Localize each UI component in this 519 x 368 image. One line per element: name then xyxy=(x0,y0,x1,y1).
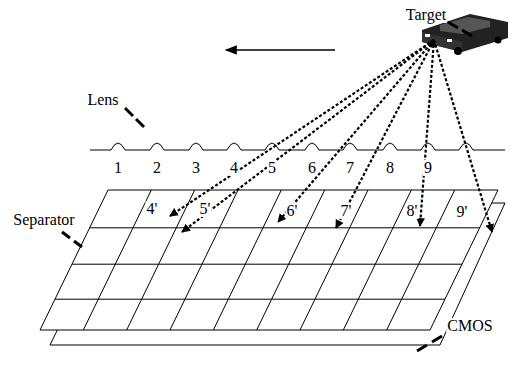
callout-number: 8 xyxy=(385,160,395,176)
callout-number: 1 xyxy=(113,160,123,176)
callout-number: 5 xyxy=(267,160,277,176)
part-label: Lens xyxy=(86,92,119,108)
callout-number: 6' xyxy=(286,203,299,219)
callout-number: 7' xyxy=(340,203,353,219)
motion-arrow xyxy=(226,49,335,51)
separator-plate xyxy=(40,190,498,330)
callout-number: 5' xyxy=(199,201,212,217)
callout-number: 2 xyxy=(152,160,162,176)
callout-number: 6 xyxy=(307,160,317,176)
leader-lines xyxy=(62,22,472,351)
callout-number: 7 xyxy=(345,160,355,176)
callout-number: 8' xyxy=(406,203,419,219)
light-ray xyxy=(278,40,434,222)
part-label: Separator xyxy=(12,212,75,228)
light-ray xyxy=(434,40,492,232)
light-ray xyxy=(182,40,434,232)
light-ray xyxy=(336,40,434,228)
callout-number: 3 xyxy=(191,160,201,176)
callout-number: 4' xyxy=(146,201,159,217)
part-label: Target xyxy=(405,7,447,23)
callout-number: 9' xyxy=(456,204,469,220)
separator-grid xyxy=(55,190,480,330)
light-ray xyxy=(170,40,434,216)
light-rays xyxy=(170,40,492,232)
callout-number: 9 xyxy=(423,160,433,176)
callout-number: 4 xyxy=(229,160,239,176)
part-label: CMOS xyxy=(446,318,493,334)
light-ray xyxy=(420,40,434,226)
